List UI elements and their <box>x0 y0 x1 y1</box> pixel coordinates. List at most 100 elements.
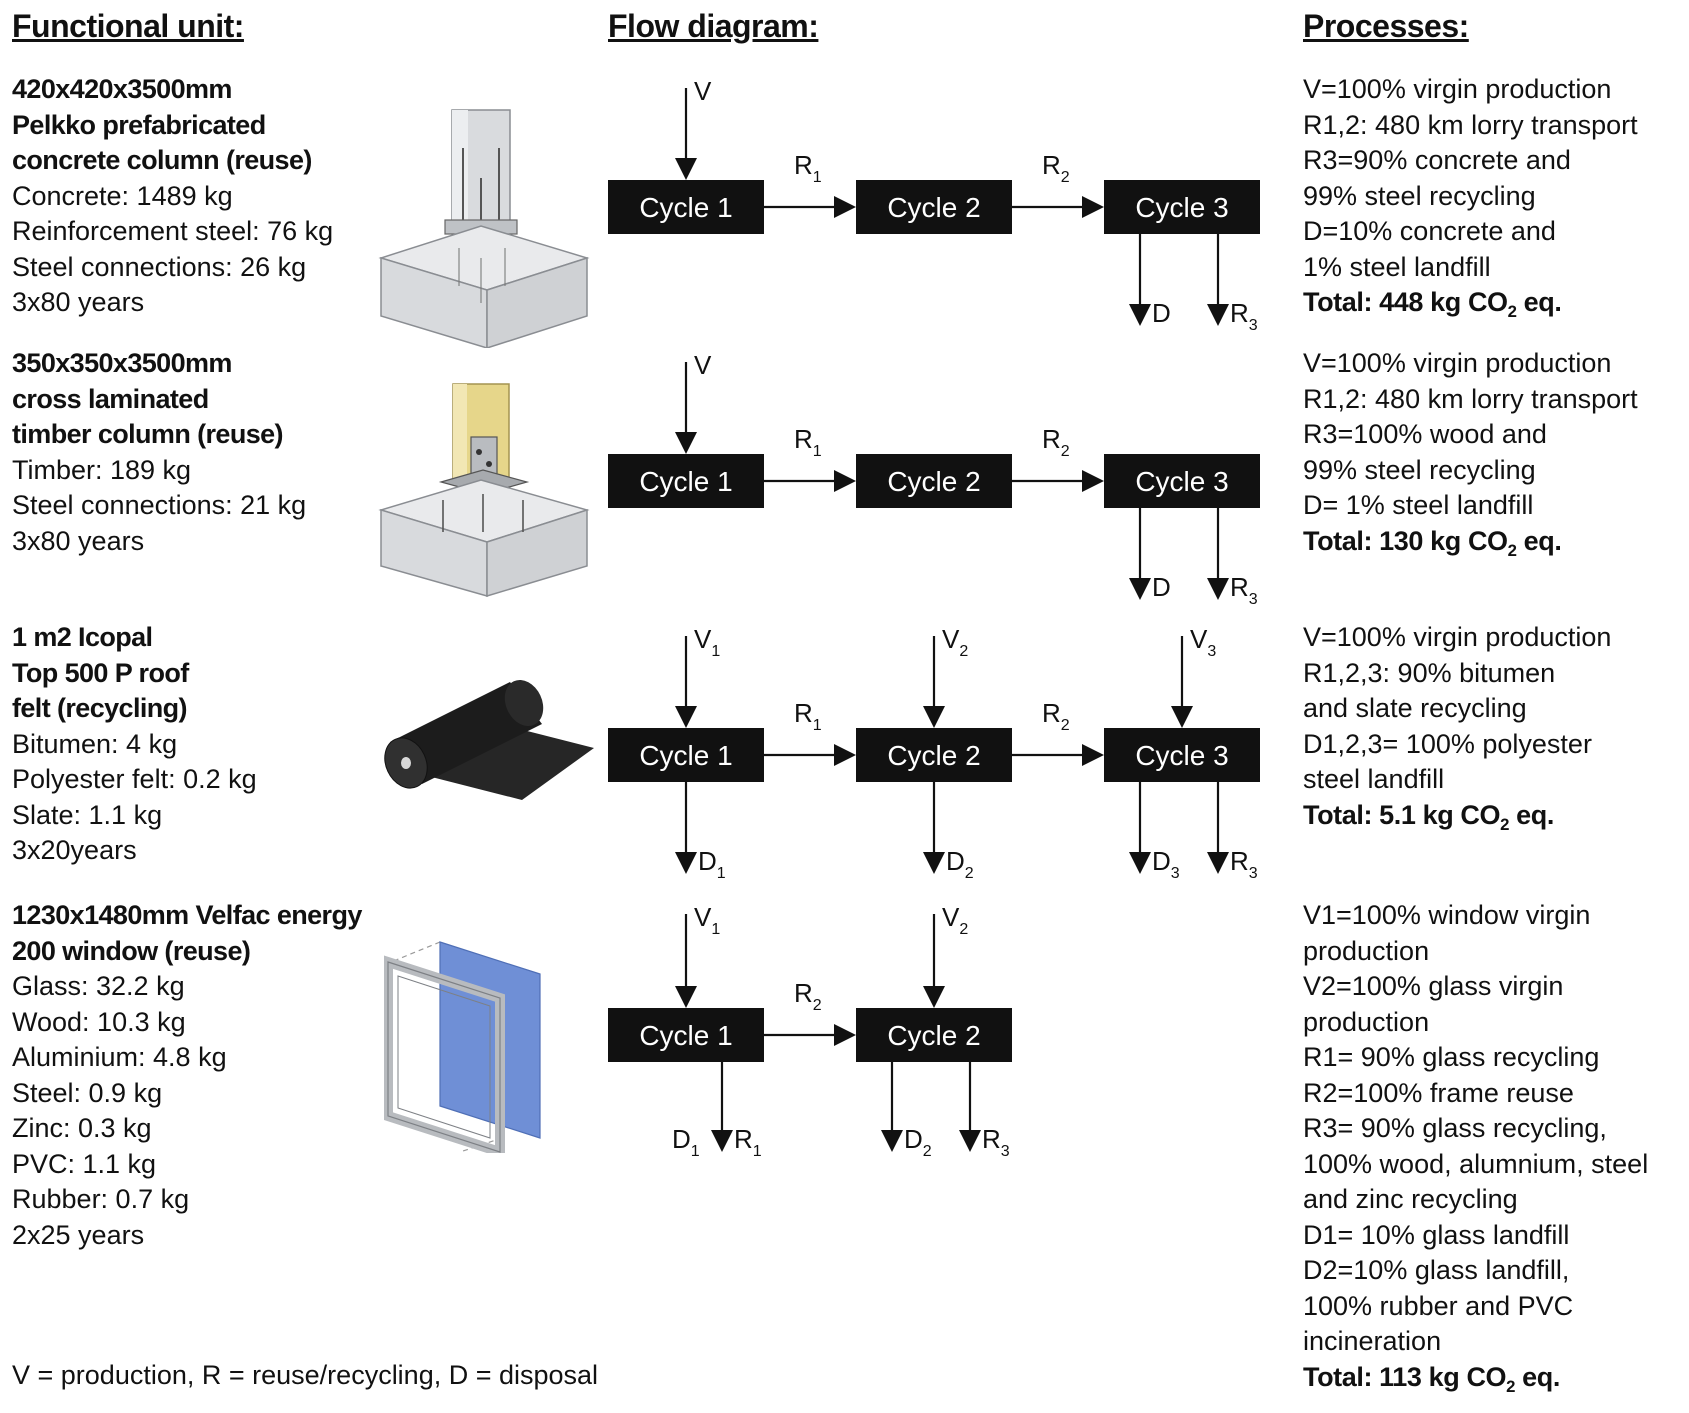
transfer-arrow-head <box>834 470 856 492</box>
input-arrow-head <box>675 432 697 454</box>
unit-title-line: 200 window (reuse) <box>12 935 251 966</box>
unit-detail-line: Reinforcement steel: 76 kg <box>12 216 334 246</box>
process-line: 100% wood, alumnium, steel <box>1303 1148 1649 1179</box>
processes-roof-felt: V=100% virgin production R1,2,3: 90% bit… <box>1303 620 1611 833</box>
transfer-label: R1 <box>794 698 822 734</box>
unit-detail-line: 2x25 years <box>12 1219 145 1250</box>
unit-title-line: felt (recycling) <box>12 693 188 723</box>
output-label: R3 <box>982 1124 1010 1160</box>
unit-detail-line: Bitumen: 4 kg <box>12 728 178 759</box>
cycle-box-label: Cycle 2 <box>887 466 980 497</box>
process-line: V=100% virgin production <box>1303 622 1612 652</box>
process-line: D2=10% glass landfill, <box>1303 1255 1570 1285</box>
process-line: V=100% virgin production <box>1303 74 1612 104</box>
output-label: D <box>1152 298 1171 328</box>
output-arrow-head <box>1129 578 1151 600</box>
process-line: R3=90% concrete and <box>1303 145 1571 175</box>
unit-title-line: 420x420x3500mm <box>12 74 232 104</box>
transfer-label: R1 <box>794 150 822 186</box>
cycle-box <box>1104 180 1260 234</box>
process-line: R1,2,3: 90% bitumen <box>1303 657 1556 688</box>
cycle-box-label: Cycle 3 <box>1135 192 1228 223</box>
process-total: Total: 130 kg CO2 eq. <box>1303 525 1562 560</box>
output-label: D1 <box>672 1124 700 1160</box>
input-label: V <box>694 76 712 106</box>
window-icon <box>384 941 541 1153</box>
input-label: V1 <box>694 624 720 660</box>
input-label: V2 <box>942 624 968 660</box>
unit-detail-line: Zinc: 0.3 kg <box>12 1113 152 1143</box>
unit-title-line: concrete column (reuse) <box>12 145 312 175</box>
unit-detail-line: Steel: 0.9 kg <box>12 1077 163 1108</box>
cycle-box-label: Cycle 2 <box>887 740 980 771</box>
unit-detail-line: Concrete: 1489 kg <box>12 180 233 211</box>
processes-timber-column: V=100% virgin production R1,2: 480 km lo… <box>1303 346 1638 559</box>
process-line: V2=100% glass virgin <box>1303 971 1564 1001</box>
cycle-box <box>1104 728 1260 782</box>
transfer-arrow-head <box>834 196 856 218</box>
unit-roof-felt: 1 m2 Icopal Top 500 P roof felt (recycli… <box>12 620 257 869</box>
flow-diagram-header: Flow diagram: <box>608 8 819 44</box>
cycle-box-label: Cycle 1 <box>639 466 732 497</box>
output-label: D3 <box>1152 846 1180 882</box>
output-label: R3 <box>1230 846 1258 882</box>
process-line: 99% steel recycling <box>1303 454 1536 485</box>
process-line: R2=100% frame reuse <box>1303 1077 1574 1108</box>
cycle-box <box>608 180 764 234</box>
process-line: and slate recycling <box>1303 693 1527 723</box>
unit-detail-line: Wood: 10.3 kg <box>12 1006 186 1037</box>
timber-column-icon <box>378 383 590 597</box>
unit-title-line: 1 m2 Icopal <box>12 622 153 652</box>
transfer-label: R2 <box>1042 698 1070 734</box>
cycle-box-label: Cycle 2 <box>887 192 980 223</box>
unit-detail-line: Polyester felt: 0.2 kg <box>12 764 257 794</box>
cycle-box-label: Cycle 3 <box>1135 740 1228 771</box>
cycle-box-label: Cycle 3 <box>1135 466 1228 497</box>
unit-timber-column: 350x350x3500mm cross laminated timber co… <box>12 346 306 559</box>
process-line: incineration <box>1303 1326 1442 1356</box>
output-arrow-head <box>1207 852 1229 874</box>
cycle-box-label: Cycle 1 <box>639 192 732 223</box>
roof-felt-roll-icon <box>384 679 594 800</box>
output-arrow-head <box>959 1130 981 1152</box>
output-label: R3 <box>1230 298 1258 334</box>
input-label: V2 <box>942 902 968 938</box>
processes-window: V1=100% window virgin production V2=100%… <box>1303 898 1648 1395</box>
unit-title-line: Pelkko prefabricated <box>12 109 266 140</box>
unit-detail-line: Steel connections: 26 kg <box>12 251 307 282</box>
output-arrow-head <box>1129 304 1151 326</box>
transfer-arrow-head <box>834 1024 856 1046</box>
process-line: R3= 90% glass recycling, <box>1303 1113 1607 1143</box>
transfer-arrow-head <box>1082 744 1104 766</box>
process-line: V1=100% window virgin <box>1303 900 1591 930</box>
process-total: Total: 113 kg CO2 eq. <box>1303 1361 1560 1396</box>
processes-header: Processes: <box>1303 8 1469 44</box>
cycle-box-label: Cycle 1 <box>639 1020 732 1051</box>
output-label: D2 <box>904 1124 932 1160</box>
unit-window: 1230x1480mm Velfac energy 200 window (re… <box>12 898 362 1253</box>
output-arrow-head <box>923 852 945 874</box>
cycle-box <box>856 180 1012 234</box>
cycle-box <box>856 1008 1012 1062</box>
input-arrow-head <box>1171 706 1193 728</box>
output-label: D1 <box>698 846 726 882</box>
transfer-label: R2 <box>794 978 822 1014</box>
process-line: R1,2: 480 km lorry transport <box>1303 383 1638 414</box>
process-total: Total: 5.1 kg CO2 eq. <box>1303 799 1554 834</box>
transfer-label: R2 <box>1042 150 1070 186</box>
transfer-arrow-head <box>1082 196 1104 218</box>
process-line: steel landfill <box>1303 764 1445 794</box>
process-line: R1,2: 480 km lorry transport <box>1303 109 1638 140</box>
output-label: D2 <box>946 846 974 882</box>
input-arrow-head <box>675 706 697 728</box>
processes-concrete-column: V=100% virgin production R1,2: 480 km lo… <box>1303 72 1638 321</box>
cycle-box-label: Cycle 2 <box>887 1020 980 1051</box>
output-arrow-head <box>881 1130 903 1152</box>
unit-detail-line: 3x80 years <box>12 525 145 556</box>
input-label: V3 <box>1190 624 1216 660</box>
process-line: R3=100% wood and <box>1303 419 1547 449</box>
output-label: R3 <box>1230 572 1258 608</box>
cycle-box <box>856 728 1012 782</box>
legend-footnote: V = production, R = reuse/recycling, D =… <box>12 1360 599 1390</box>
